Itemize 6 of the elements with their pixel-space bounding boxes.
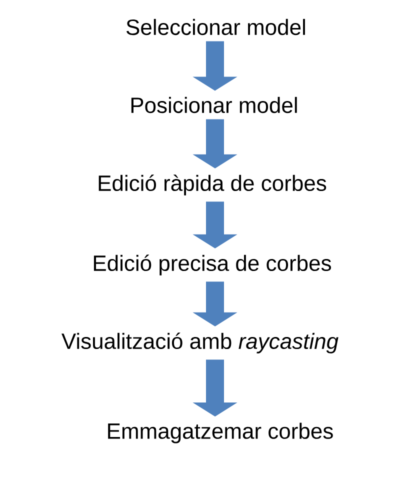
step-text: Visualització amb raycasting bbox=[62, 332, 338, 354]
step-text: Posicionar model bbox=[131, 96, 297, 114]
step-text: Edició ràpida de corbes bbox=[98, 174, 326, 196]
step-text: Emmagatzemar corbes bbox=[108, 422, 333, 444]
step-text: Seleccionar model bbox=[126, 18, 305, 36]
step-text: Edició precisa de corbes bbox=[94, 254, 331, 276]
